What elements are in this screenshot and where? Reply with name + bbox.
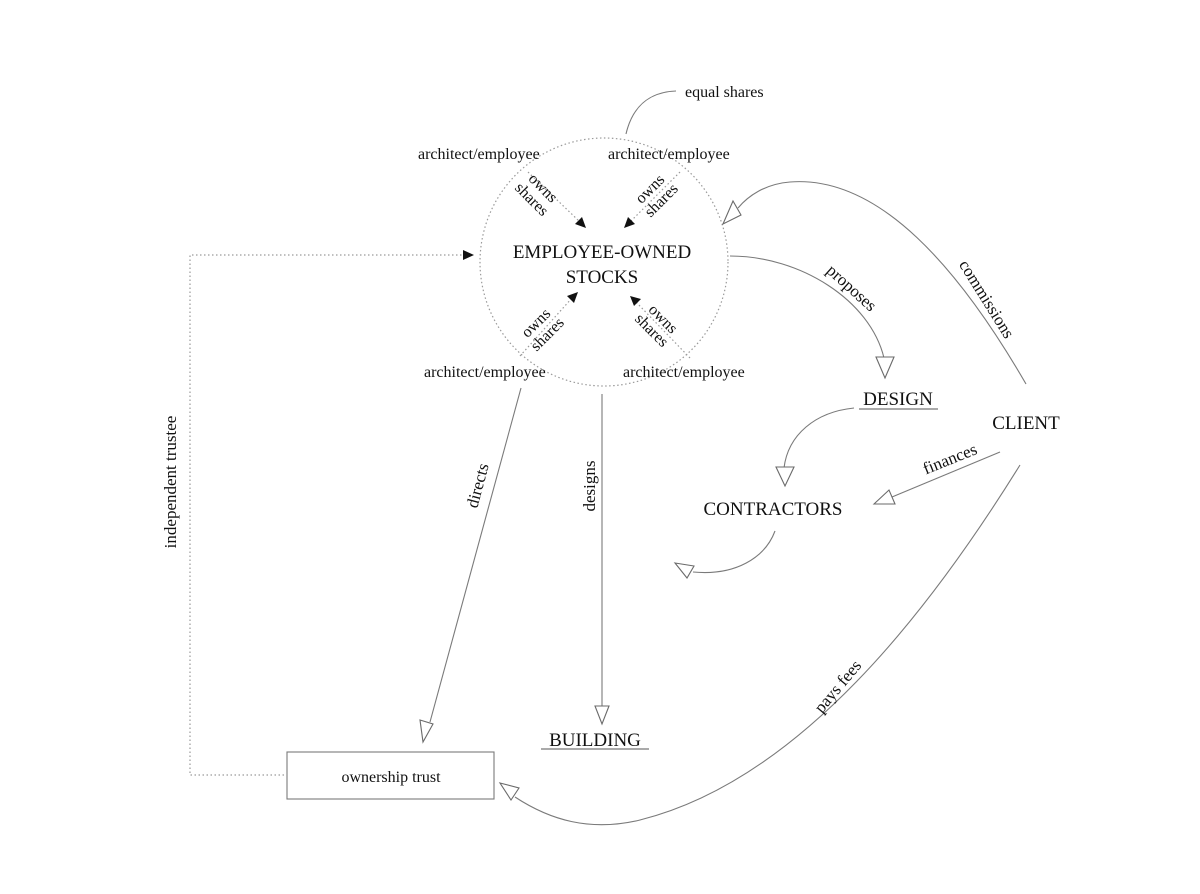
hollow-arrowhead-icon	[498, 782, 520, 802]
independent-trustee-label: independent trustee	[161, 416, 180, 549]
owns-shares-arrow-top-right: owns shares	[624, 171, 682, 228]
contractors-node: CONTRACTORS	[703, 499, 842, 520]
designs-label: designs	[580, 461, 599, 512]
hollow-arrowhead-icon	[594, 705, 610, 726]
commissions-edge: commissions	[721, 181, 1027, 385]
design-node: DESIGN	[863, 389, 933, 410]
finances-edge: finances	[872, 439, 1001, 505]
owns-shares-arrow-bottom-right: owns shares	[630, 296, 691, 359]
contractors-edge	[673, 530, 776, 579]
directs-edge: directs	[419, 387, 522, 744]
arrowhead-icon	[567, 292, 578, 303]
arrowhead-icon	[624, 217, 635, 228]
hollow-arrowhead-icon	[419, 719, 434, 744]
client-node: CLIENT	[992, 413, 1060, 434]
independent-trustee-edge: independent trustee	[161, 250, 474, 776]
stock-ownership-circle	[479, 137, 729, 387]
design-to-contractors-edge	[775, 407, 855, 488]
commissions-label: commissions	[955, 256, 1018, 341]
hollow-arrowhead-icon	[875, 356, 895, 380]
employee-top-left: architect/employee	[418, 146, 540, 163]
center-node-line2: STOCKS	[566, 267, 639, 288]
proposes-edge: proposes	[729, 255, 895, 380]
employee-top-right: architect/employee	[608, 146, 730, 163]
pays-fees-label: pays fees	[810, 656, 865, 716]
owns-shares-arrow-bottom-left: owns shares	[518, 292, 578, 357]
equal-shares-label: equal shares	[685, 84, 764, 101]
hollow-arrowhead-icon	[673, 562, 695, 579]
arrowhead-icon	[630, 296, 641, 306]
building-node: BUILDING	[549, 730, 641, 751]
arrowhead-icon	[463, 250, 474, 260]
directs-label: directs	[463, 461, 493, 510]
hollow-arrowhead-icon	[775, 466, 795, 488]
owns-shares-arrow-top-left: owns shares	[511, 170, 586, 228]
hollow-arrowhead-icon	[872, 489, 896, 505]
center-node-line1: EMPLOYEE-OWNED	[513, 242, 691, 263]
employee-bottom-left: architect/employee	[424, 364, 546, 381]
equal-shares-leader	[625, 90, 677, 135]
ownership-trust-box	[286, 751, 495, 800]
designs-edge: designs	[580, 394, 610, 726]
arrowhead-icon	[575, 217, 586, 228]
ownership-trust-label: ownership trust	[341, 769, 441, 786]
employee-bottom-right: architect/employee	[623, 364, 745, 381]
hollow-arrowhead-icon	[721, 199, 742, 226]
